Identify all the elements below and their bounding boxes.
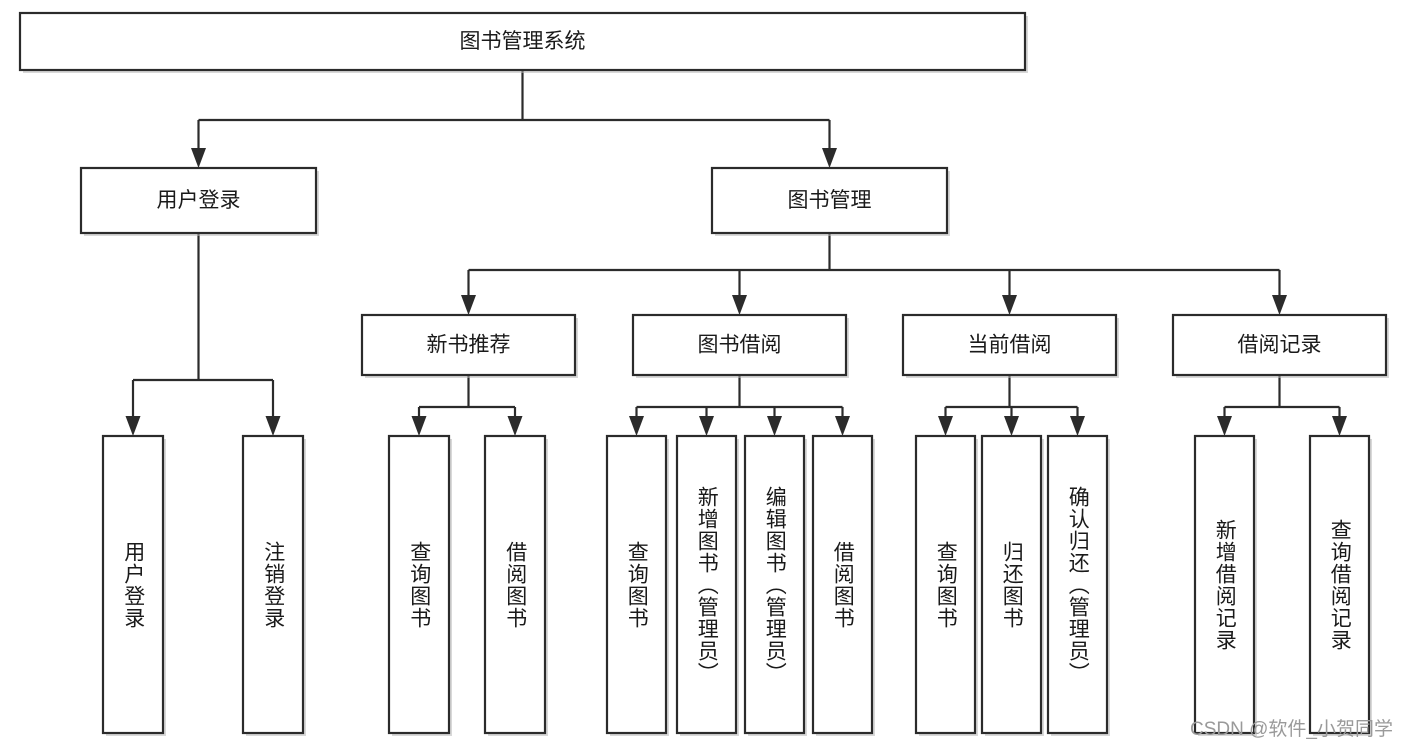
book-mgmt-arrow-3 <box>1272 295 1287 315</box>
node-l3-图书借阅[interactable] <box>631 313 848 377</box>
root-arrow-0 <box>191 148 206 168</box>
grp-图书借阅-arrow-3 <box>835 416 850 436</box>
node-l3-当前借阅[interactable] <box>901 313 1118 377</box>
node-root[interactable] <box>18 11 1027 72</box>
node-l2-用户登录[interactable] <box>79 166 318 235</box>
book-mgmt-arrow-2 <box>1002 295 1017 315</box>
node-layer <box>18 11 1389 736</box>
node-leaf-9[interactable] <box>980 434 1043 735</box>
node-leaf-4[interactable] <box>605 434 668 735</box>
node-l3-新书推荐[interactable] <box>360 313 577 377</box>
user-login-arrow-1 <box>265 416 281 436</box>
node-leaf-3[interactable] <box>483 434 547 735</box>
node-l2-图书管理-label: 图书管理 <box>788 189 872 212</box>
book-mgmt-arrow-0 <box>461 295 476 315</box>
node-leaf-12[interactable] <box>1308 434 1371 735</box>
root-arrow-1 <box>822 148 837 168</box>
grp-图书借阅-arrow-2 <box>767 416 782 436</box>
node-leaf-1[interactable] <box>241 434 305 735</box>
node-leaf-7[interactable] <box>811 434 874 735</box>
node-leaf-6[interactable] <box>743 434 806 735</box>
grp-图书借阅-arrow-0 <box>629 416 644 436</box>
grp-借阅记录-arrow-0 <box>1217 416 1232 436</box>
node-leaf-8[interactable] <box>914 434 977 735</box>
node-l3-借阅记录[interactable] <box>1171 313 1388 377</box>
grp-新书推荐-arrow-1 <box>507 416 523 436</box>
node-root-label: 图书管理系统 <box>460 30 586 53</box>
node-l3-图书借阅-label: 图书借阅 <box>698 334 782 357</box>
grp-当前借阅-arrow-0 <box>938 416 953 436</box>
node-l2-图书管理[interactable] <box>710 166 949 235</box>
watermark-text: CSDN @软件_小贺同学 <box>1190 719 1393 740</box>
grp-当前借阅-arrow-2 <box>1070 416 1085 436</box>
node-leaf-5[interactable] <box>675 434 738 735</box>
node-l3-借阅记录-label: 借阅记录 <box>1238 334 1322 357</box>
node-l3-当前借阅-label: 当前借阅 <box>968 334 1052 357</box>
node-l3-新书推荐-label: 新书推荐 <box>427 334 511 357</box>
grp-借阅记录-arrow-1 <box>1332 416 1347 436</box>
grp-新书推荐-arrow-0 <box>411 416 427 436</box>
connector-layer <box>125 70 1347 436</box>
node-leaf-0[interactable] <box>101 434 165 735</box>
grp-图书借阅-arrow-1 <box>699 416 714 436</box>
grp-当前借阅-arrow-1 <box>1004 416 1019 436</box>
node-leaf-10[interactable] <box>1046 434 1109 735</box>
user-login-arrow-0 <box>125 416 141 436</box>
node-leaf-2[interactable] <box>387 434 451 735</box>
node-l2-用户登录-label: 用户登录 <box>157 189 241 212</box>
node-leaf-11[interactable] <box>1193 434 1256 735</box>
book-mgmt-arrow-1 <box>732 295 747 315</box>
